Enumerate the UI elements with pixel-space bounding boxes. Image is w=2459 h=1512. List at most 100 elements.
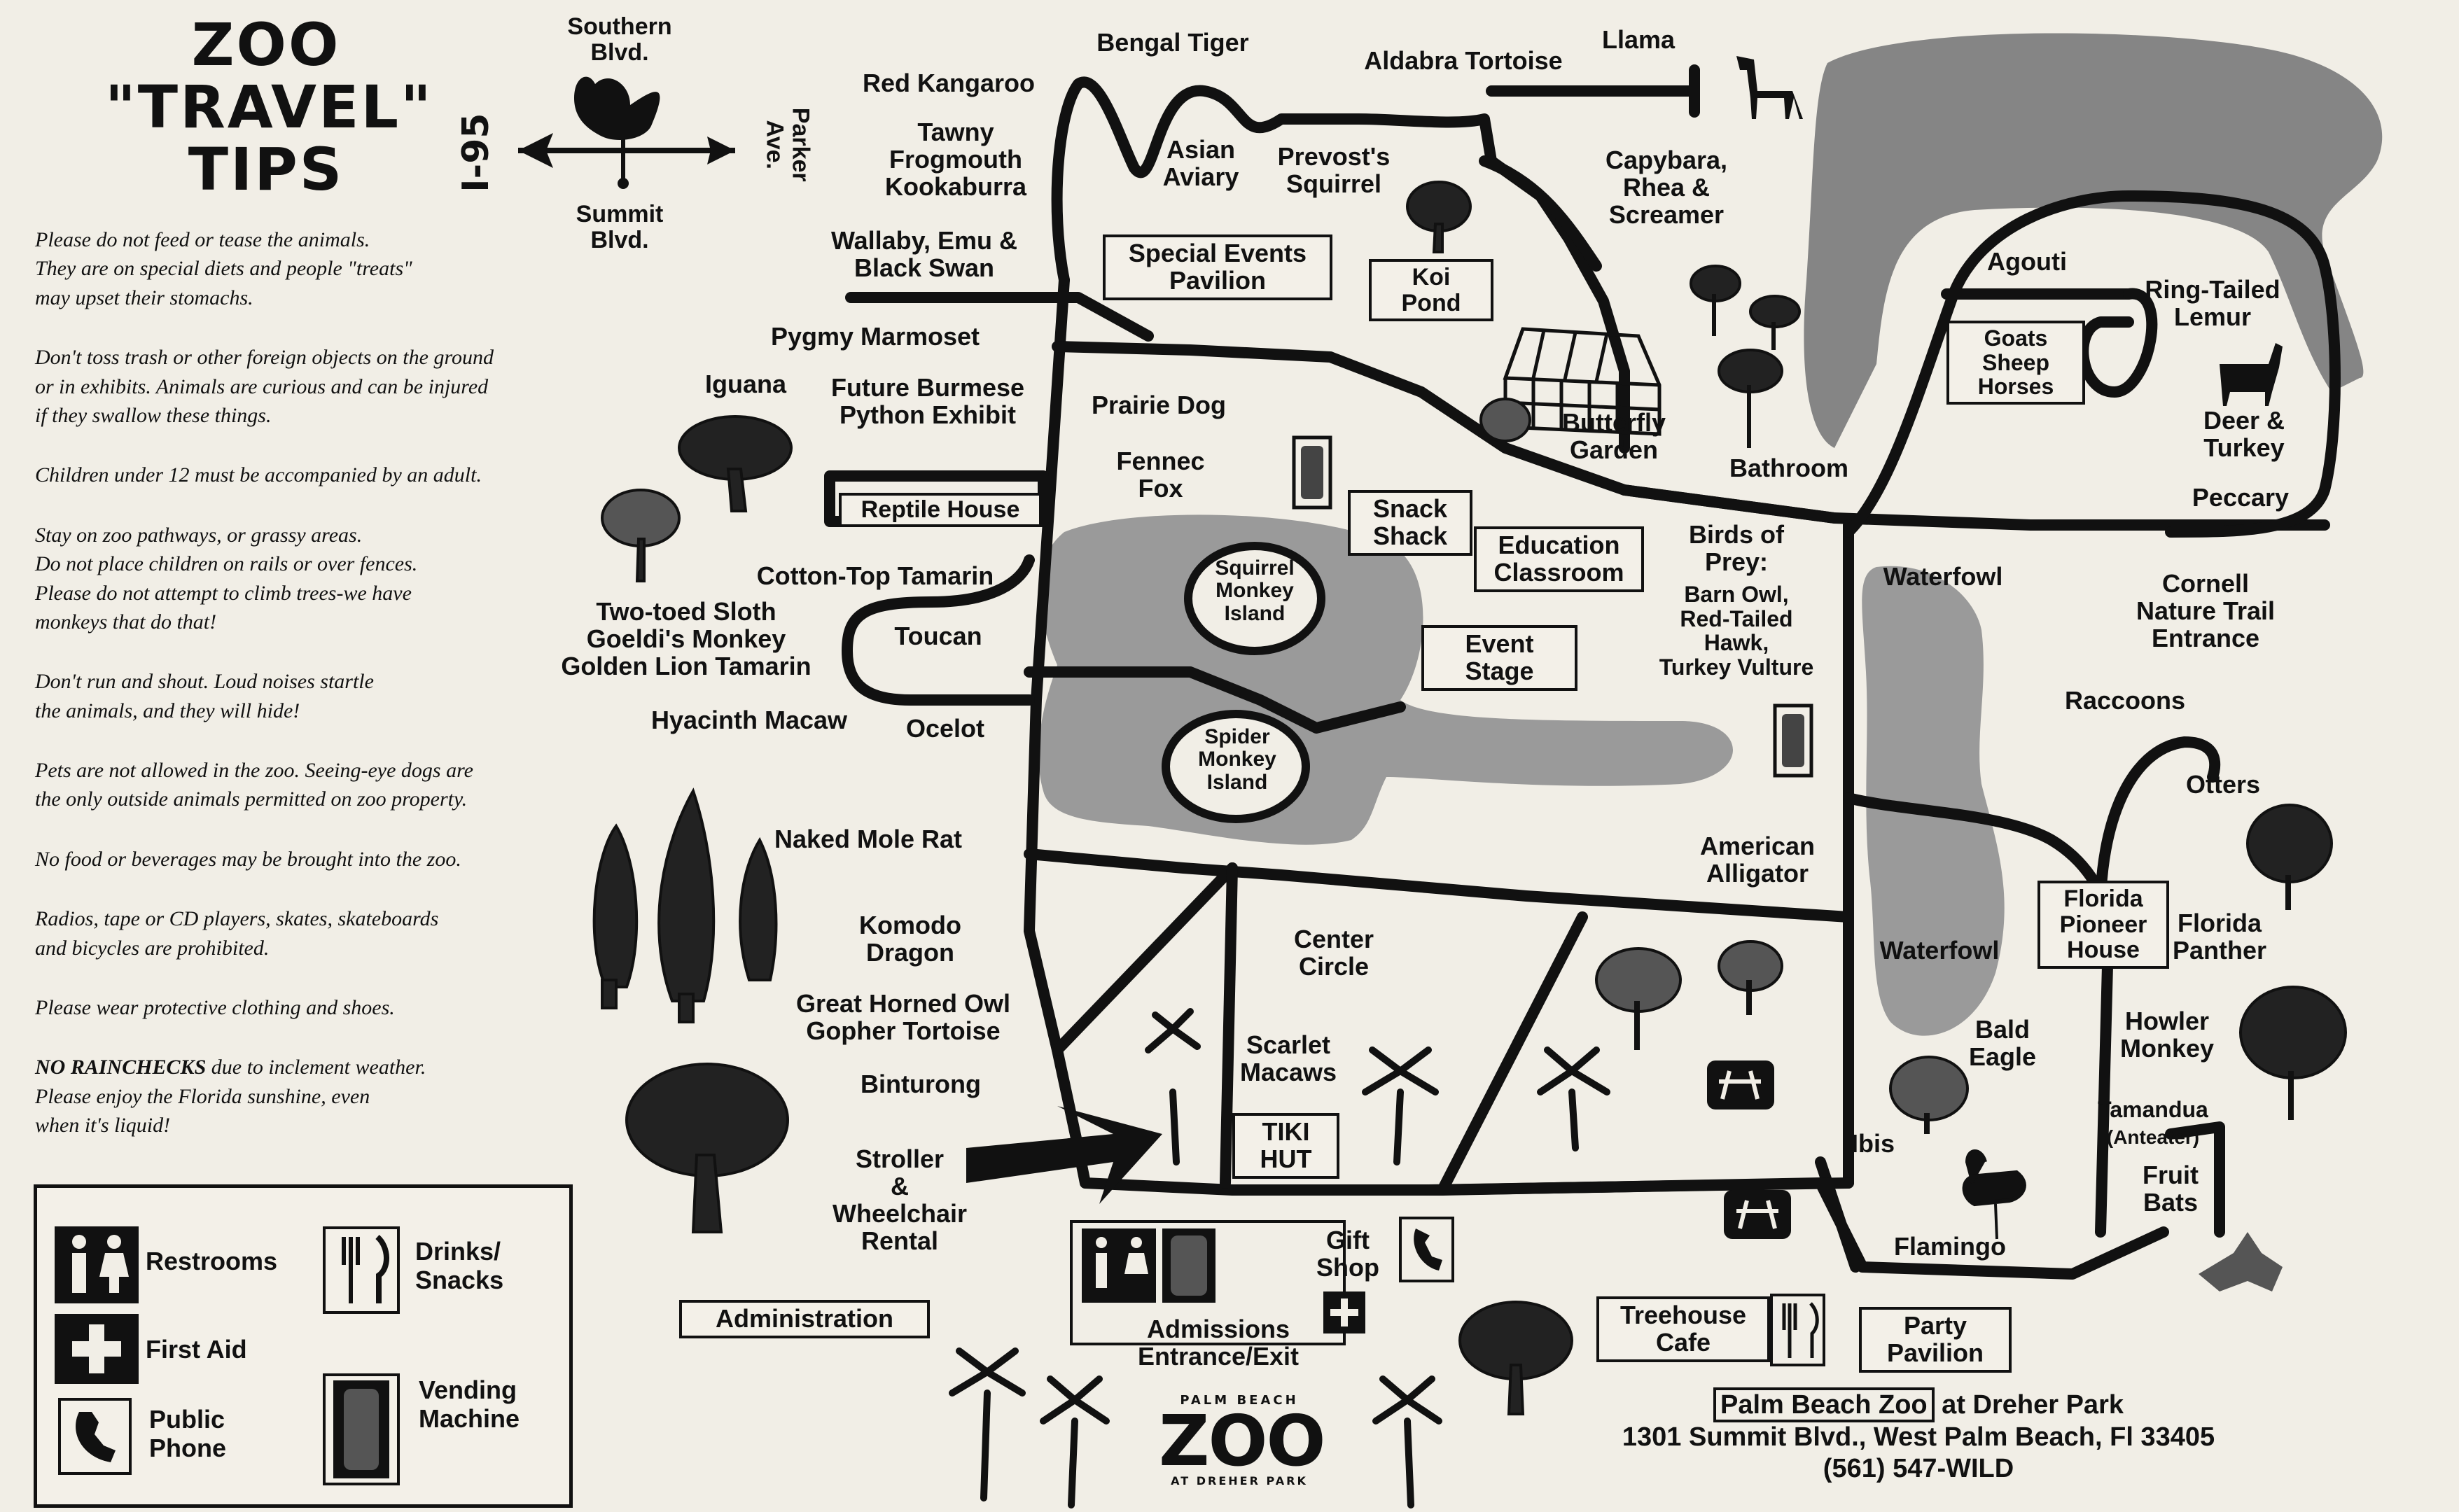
path-diag-1	[1052, 862, 1238, 1056]
footer-zoo-name-rest: at Dreher Park	[1934, 1390, 2124, 1420]
restroom-icon	[55, 1226, 139, 1303]
waterfowl-pond	[1862, 566, 2005, 1036]
path-east-main	[1619, 484, 2330, 531]
label-anteater: (Anteater)	[2106, 1126, 2200, 1148]
label-flamingo: Flamingo	[1894, 1232, 2006, 1261]
tip-item: Stay on zoo pathways, or grassy areas. D…	[35, 523, 418, 634]
admissions-icons	[1070, 1217, 1825, 1366]
tip-rainchecks-body: due to inclement weather. Please enjoy t…	[35, 1056, 426, 1138]
travel-tips-list: Please do not feed or tease the animals.…	[35, 225, 581, 1140]
label-american-alligator: American Alligator	[1699, 832, 1816, 888]
label-special-events-pavilion: Special Events Pavilion	[1103, 234, 1332, 300]
phone-icon	[58, 1398, 132, 1475]
label-scarlet-macaws: Scarlet Macaws	[1239, 1030, 1337, 1086]
label-tamandua: Tamandua	[2098, 1097, 2208, 1122]
palm-tree-icons	[949, 1008, 1610, 1508]
label-raccoons: Raccoons	[2064, 686, 2186, 715]
path-far-right	[2165, 1121, 2225, 1238]
entrance-arrow	[966, 1106, 1162, 1204]
path-north-west	[1051, 76, 1630, 454]
zoo-logo-bottom: AT DREHER PARK	[1171, 1474, 1308, 1488]
compass-east-label: Parker Ave.	[762, 107, 814, 182]
label-naked-mole-rat: Naked Mole Rat	[774, 825, 963, 853]
path-butterfly-n	[1479, 155, 1602, 272]
label-goats-sheep-horses: Goats Sheep Horses	[1946, 321, 2085, 405]
tip-rainchecks: NO RAINCHECKS due to inclement weather. …	[35, 1053, 581, 1140]
label-koi-pond: Koi Pond	[1369, 259, 1493, 322]
footer-address-block: Palm Beach Zoo at Dreher Park 1301 Summi…	[1603, 1387, 2234, 1485]
map-legend: Restrooms Drinks/ Snacks First Aid Publi…	[34, 1184, 573, 1508]
picnic-table-icons	[1707, 1060, 1791, 1239]
label-ring-tailed-lemur: Ring-Tailed Lemur	[2145, 275, 2280, 331]
path-raccoon-hook	[2095, 736, 2221, 916]
label-capybara: Capybara, Rhea & Screamer	[1605, 146, 1728, 229]
label-spider-monkey-island: Spider Monkey Island	[1198, 725, 1276, 794]
label-prevosts-squirrel: Prevost's Squirrel	[1277, 142, 1391, 198]
label-hyacinth-macaw: Hyacinth Macaw	[650, 706, 848, 734]
label-prairie-dog: Prairie Dog	[1091, 391, 1227, 419]
vending-machine-icon	[323, 1373, 400, 1485]
label-admissions-entrance: Admissions Entrance/Exit	[1137, 1315, 1300, 1371]
label-deer-turkey: Deer & Turkey	[2203, 406, 2285, 462]
label-binturong: Binturong	[861, 1070, 981, 1098]
tip-item: Don't toss trash or other foreign object…	[35, 346, 494, 427]
label-snack-shack: Snack Shack	[1348, 490, 1472, 556]
drinks-snacks-icon	[323, 1226, 400, 1314]
compass-west-label: I-95	[454, 113, 497, 192]
label-event-stage: Event Stage	[1421, 625, 1577, 691]
path-east-loop	[1843, 190, 2341, 538]
zoo-logo-main: ZOO	[1159, 1400, 1326, 1482]
footer-street-address: 1301 Summit Blvd., West Palm Beach, Fl 3…	[1622, 1422, 2215, 1452]
path-cross-2	[1024, 848, 1854, 923]
tip-item: Pets are not allowed in the zoo. Seeing-…	[35, 759, 473, 811]
label-tawny-frogmouth: Tawny Frogmouth Kookaburra	[884, 118, 1027, 201]
label-aldabra-tortoise: Aldabra Tortoise	[1364, 46, 1563, 75]
tip-item: Radios, tape or CD players, skates, skat…	[35, 907, 439, 960]
label-howler-monkey: Howler Monkey	[2119, 1007, 2215, 1063]
label-bathroom: Bathroom	[1729, 454, 1848, 482]
tip-item: Please wear protective clothing and shoe…	[35, 996, 395, 1020]
label-florida-panther: Florida Panther	[2172, 909, 2267, 965]
animal-silhouettes	[1736, 56, 2290, 1292]
label-fruit-bats: Fruit Bats	[2143, 1161, 2199, 1217]
spider-monkey-island	[1162, 710, 1310, 823]
path-wallaby	[845, 292, 1154, 342]
label-butterfly-garden: Butterfly Garden	[1561, 408, 1666, 464]
label-cotton-top-tamarin: Cotton-Top Tamarin	[756, 561, 994, 590]
tip-item: Don't run and shout. Loud noises startle…	[35, 670, 374, 722]
rooster-icon	[574, 76, 660, 140]
label-great-horned-owl: Great Horned Owl Gopher Tortoise	[795, 989, 1011, 1045]
label-sloth-monkey-tamarin: Two-toed Sloth Goeldi's Monkey Golden Li…	[561, 597, 811, 680]
open-field-area	[1804, 33, 2383, 448]
label-cornell-nature-trail: Cornell Nature Trail Entrance	[2136, 569, 2276, 652]
zoo-logo: PALM BEACH ZOO AT DREHER PARK	[1159, 1393, 1326, 1505]
path-diag-2	[1220, 862, 1238, 1189]
path-reptile-spur	[824, 470, 1049, 527]
squirrel-monkey-island	[1184, 542, 1325, 655]
first-aid-icon	[55, 1314, 139, 1384]
legend-vending-label: Vending Machine	[419, 1376, 520, 1434]
label-agouti: Agouti	[1987, 247, 2067, 276]
label-bald-eagle: Bald Eagle	[1968, 1015, 2037, 1071]
page-title: ZOO "TRAVEL" TIPS	[105, 10, 433, 204]
label-asian-aviary: Asian Aviary	[1162, 135, 1239, 191]
label-gift-shop: Gift Shop	[1316, 1226, 1379, 1282]
label-administration: Administration	[679, 1300, 930, 1338]
tip-item: Children under 12 must be accompanied by…	[35, 463, 482, 487]
tip-rainchecks-head: NO RAINCHECKS	[35, 1056, 207, 1079]
label-tiki-hut: TIKI HUT	[1232, 1113, 1339, 1179]
label-birds-of-prey: Birds of Prey:	[1688, 520, 1784, 576]
label-ocelot: Ocelot	[905, 714, 985, 743]
footer-zoo-name-boxed: Palm Beach Zoo	[1713, 1387, 1935, 1422]
legend-restrooms-label: Restrooms	[146, 1247, 278, 1275]
label-waterfowl-bottom: Waterfowl	[1879, 936, 2000, 965]
footer-phone: (561) 547-WILD	[1823, 1454, 2014, 1484]
label-stroller-rental: Stroller & Wheelchair Rental	[832, 1144, 968, 1255]
compass-south-label: Summit Blvd.	[576, 201, 664, 253]
tree-icons	[592, 181, 2347, 1415]
tip-item: No food or beverages may be brought into…	[35, 847, 461, 871]
label-center-circle: Center Circle	[1293, 925, 1374, 981]
label-iguana: Iguana	[704, 370, 786, 398]
